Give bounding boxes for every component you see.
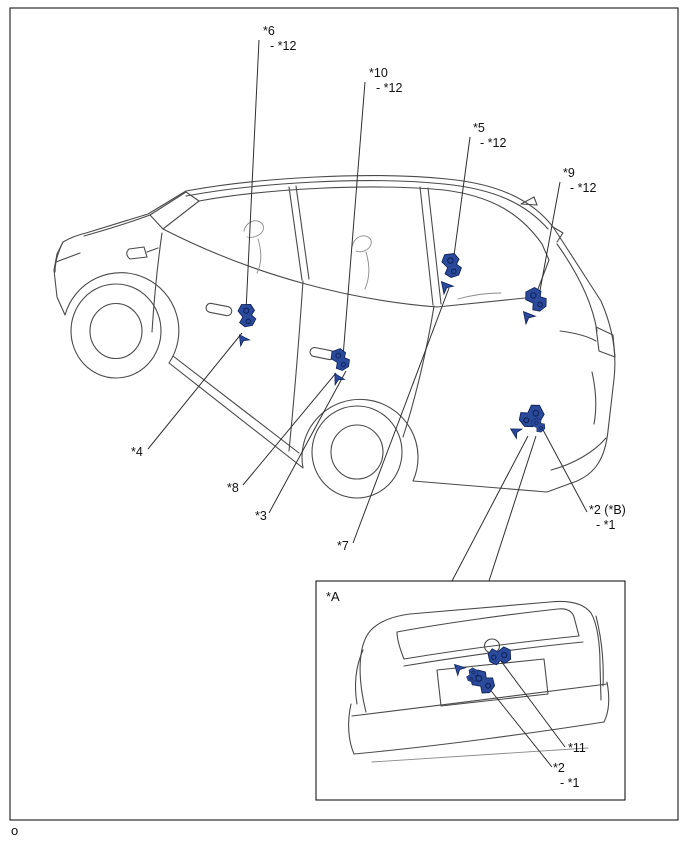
- callout-4-line1: *4: [131, 445, 143, 459]
- callout-11: *11: [568, 741, 586, 756]
- lock-components: [234, 251, 550, 699]
- front-door-lock-component: [234, 301, 260, 330]
- front-door-handle: [205, 302, 233, 317]
- vehicle-side-view: [53, 175, 616, 499]
- back-door-arrow-icon: [507, 423, 523, 439]
- inset-pointer-left: [451, 435, 529, 582]
- leader-line-7: [352, 287, 450, 544]
- callout-10: *10 - *12: [369, 66, 402, 96]
- callout-7-line1: *7: [337, 539, 349, 553]
- quarter-lock-component: [522, 284, 550, 315]
- callout-3-line1: *3: [255, 509, 267, 523]
- rear-door-lock-component: [329, 347, 352, 373]
- callout-10-line1: *10: [369, 66, 388, 80]
- leader-line-2b: [541, 427, 588, 513]
- leader-line-10: [342, 81, 366, 358]
- footer-char: o: [11, 823, 19, 838]
- callout-9-line1: *9: [563, 166, 575, 180]
- side-mirror: [126, 246, 148, 260]
- callout-6: *6 - *12: [263, 24, 296, 54]
- callout-5-line2: - *12: [480, 136, 507, 150]
- taillight: [595, 326, 616, 358]
- callout-8-line1: *8: [227, 481, 239, 495]
- leader-line-4: [147, 332, 243, 450]
- leader-line-2: [487, 686, 553, 768]
- callout-5: *5 - *12: [473, 121, 506, 151]
- callout-2-line1: *2: [553, 761, 565, 775]
- callout-9: *9 - *12: [563, 166, 596, 196]
- callout-2b: *2 (*B) - *1: [589, 503, 626, 533]
- leader-line-11: [500, 660, 566, 748]
- antenna-fin: [520, 196, 538, 206]
- callout-8: *8: [227, 481, 239, 496]
- leader-line-9: [538, 181, 561, 297]
- callout-6-line2: - *12: [270, 39, 297, 53]
- callout-2: *2 - *1: [553, 761, 579, 791]
- leader-line-8: [242, 372, 337, 486]
- callout-2-line2: - *1: [560, 776, 580, 790]
- rear-spoiler: [552, 226, 564, 243]
- leader-lines: [147, 39, 588, 768]
- callout-4: *4: [131, 445, 143, 460]
- callout-7: *7: [337, 539, 349, 554]
- callout-2b-line2: - *1: [596, 518, 616, 532]
- inset-box: [315, 580, 626, 801]
- front-wheel: [70, 283, 162, 379]
- pillar-lock-component: [440, 251, 464, 279]
- callout-10-line2: - *12: [376, 81, 403, 95]
- inset-pointer-right: [488, 435, 537, 582]
- callout-11-line1: *11: [568, 741, 586, 755]
- rear-wheel: [311, 405, 403, 499]
- callout-6-line1: *6: [263, 24, 275, 38]
- callout-2b-line1: *2 (*B): [589, 503, 626, 517]
- inset-label-a: *A: [326, 589, 340, 604]
- leader-line-5: [452, 136, 471, 264]
- quarter-arrow-icon: [518, 307, 536, 325]
- callout-3: *3: [255, 509, 267, 524]
- callout-9-line2: - *12: [570, 181, 597, 195]
- leader-line-3: [268, 370, 347, 514]
- figure-border: [9, 7, 679, 821]
- callout-5-line1: *5: [473, 121, 485, 135]
- leader-line-6: [245, 39, 260, 312]
